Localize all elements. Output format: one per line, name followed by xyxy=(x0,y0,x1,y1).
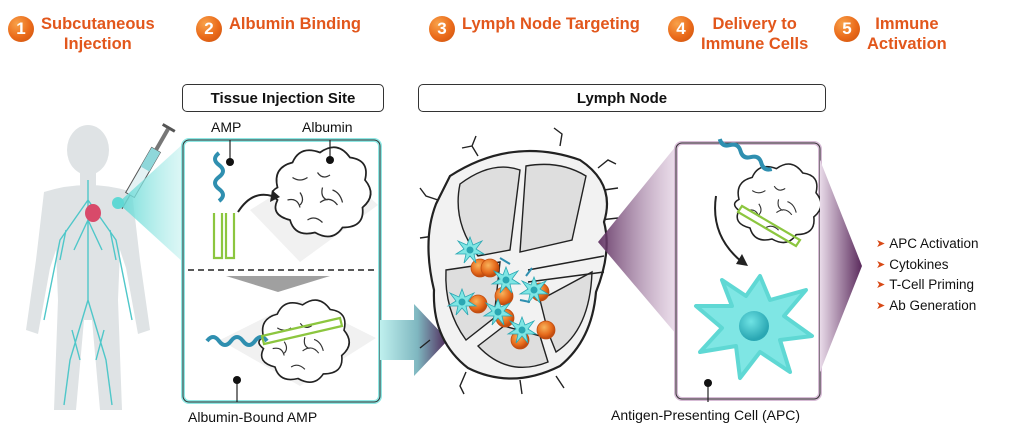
syringe-icon xyxy=(121,123,176,210)
arrow-bullet-icon: ➤ xyxy=(876,238,886,250)
dendritic-cell-icon xyxy=(694,274,814,380)
step-4: 4 Delivery to Immune Cells xyxy=(668,14,808,54)
zoom-fan-teal xyxy=(118,143,184,263)
amp-peptide-icon xyxy=(213,151,225,203)
step-number-3: 3 xyxy=(429,16,455,42)
amp-label: AMP xyxy=(211,119,242,135)
step-number-4: 4 xyxy=(668,16,694,42)
step-label-3: Lymph Node Targeting xyxy=(462,15,640,33)
arrow-bullet-icon: ➤ xyxy=(876,258,886,271)
apc-label: Antigen-Presenting Cell (APC) xyxy=(611,407,801,423)
outcome-item: ➤T-Cell Priming xyxy=(876,275,979,296)
outcome-item: ➤Ab Generation xyxy=(876,296,979,317)
step-3: 3 Lymph Node Targeting xyxy=(429,14,640,42)
albumin-label: Albumin xyxy=(302,119,353,135)
human-body-icon xyxy=(26,125,150,410)
tissue-panel-title: Tissue Injection Site xyxy=(182,84,384,112)
arrow-bullet-icon: ➤ xyxy=(876,279,886,291)
step-label-1: Subcutaneous Injection xyxy=(41,15,155,53)
step-2: 2 Albumin Binding xyxy=(196,14,361,42)
step-label-4: Delivery to Immune Cells xyxy=(701,15,809,53)
arrow-bullet-icon: ➤ xyxy=(876,299,886,312)
step-number-2: 2 xyxy=(196,16,222,42)
outcome-item: ➤APC Activation xyxy=(876,234,979,255)
step-number-1: 1 xyxy=(8,16,34,42)
step-5: 5 Immune Activation xyxy=(834,14,947,54)
step-1: 1 Subcutaneous Injection xyxy=(8,14,155,54)
step-number-5: 5 xyxy=(834,16,860,42)
outcome-chevron xyxy=(820,160,862,372)
step-label-2: Albumin Binding xyxy=(229,15,361,33)
zoom-fan-purple xyxy=(598,146,676,334)
outcome-item: ➤Cytokines xyxy=(876,255,979,276)
step-label-5: Immune Activation xyxy=(867,15,947,53)
lymph-node-icon xyxy=(419,127,619,395)
lymph-panel-title: Lymph Node xyxy=(418,84,826,112)
albumin-bound-label: Albumin-Bound AMP xyxy=(188,409,318,425)
flow-arrow xyxy=(380,304,448,376)
outcome-list: ➤APC Activation ➤Cytokines ➤T-Cell Primi… xyxy=(876,234,979,316)
